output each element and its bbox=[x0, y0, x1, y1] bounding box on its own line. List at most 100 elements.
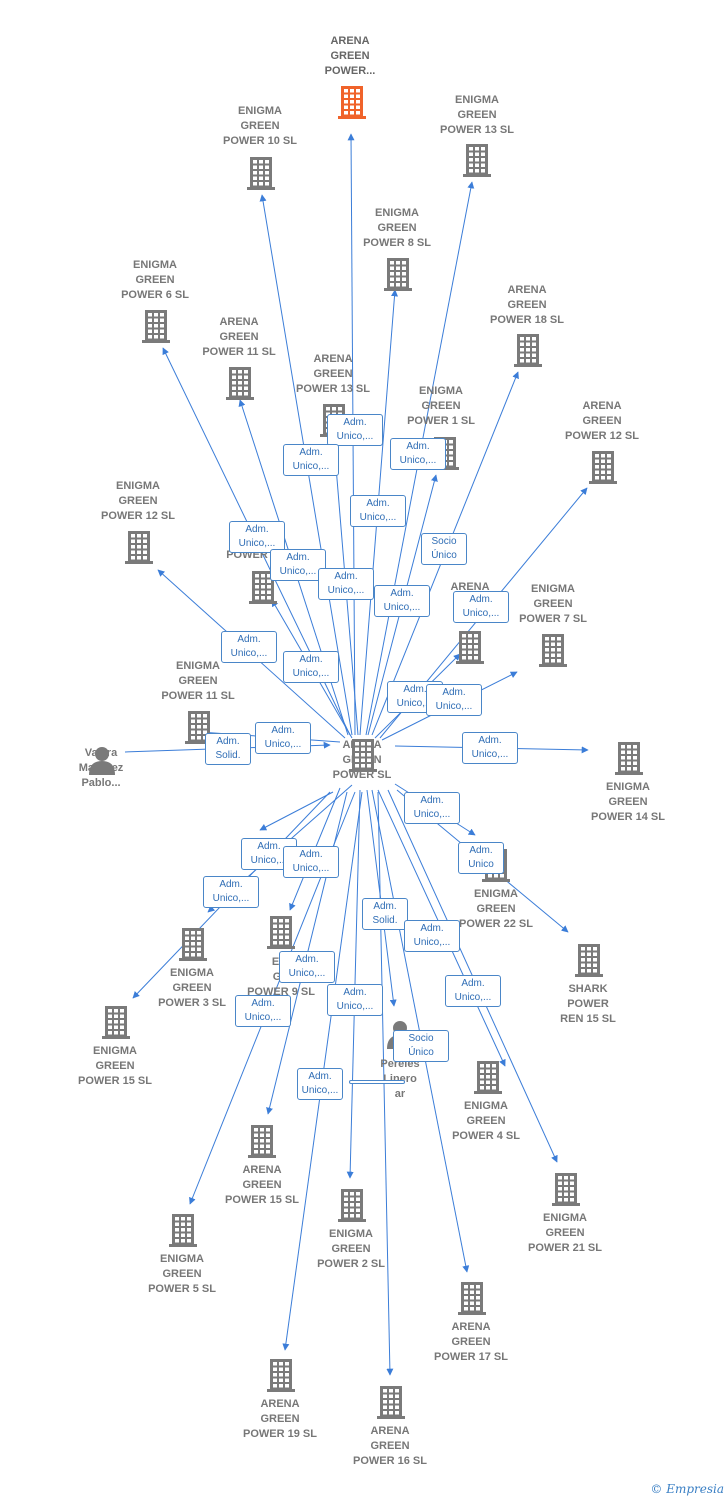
relation-label[interactable]: Adm. Unico,... bbox=[279, 951, 335, 983]
node-enigma-11[interactable]: ENIGMA GREEN POWER 11 SL bbox=[143, 659, 253, 704]
building-icon[interactable] bbox=[248, 570, 278, 604]
node-enigma-22[interactable]: ENIGMA GREEN POWER 22 SL bbox=[441, 887, 551, 932]
building-icon[interactable] bbox=[457, 1281, 487, 1315]
relation-label[interactable]: Adm. Unico,... bbox=[255, 722, 311, 754]
node-arena-13[interactable]: ARENA GREEN POWER 13 SL bbox=[278, 352, 388, 397]
node-label: ENIGMA GREEN POWER 21 SL bbox=[528, 1212, 602, 1254]
building-icon[interactable] bbox=[462, 143, 492, 177]
building-icon[interactable] bbox=[538, 633, 568, 667]
relation-label[interactable]: Socio Único bbox=[393, 1030, 449, 1062]
node-label: ARENA GREEN POWER 12 SL bbox=[565, 400, 639, 442]
relation-label[interactable]: Adm. Unico,... bbox=[426, 684, 482, 716]
building-icon[interactable] bbox=[588, 450, 618, 484]
node-enigma-21[interactable]: ENIGMA GREEN POWER 21 SL bbox=[510, 1211, 620, 1256]
node-top[interactable]: ARENA GREEN POWER... bbox=[295, 34, 405, 79]
node-label: ENIGMA GREEN POWER 2 SL bbox=[317, 1228, 385, 1270]
node-enigma-15[interactable]: ENIGMA GREEN POWER 15 SL bbox=[60, 1044, 170, 1089]
node-enigma-8[interactable]: ENIGMA GREEN POWER 8 SL bbox=[342, 206, 452, 251]
building-icon[interactable] bbox=[178, 927, 208, 961]
relation-label[interactable]: Adm. Unico,... bbox=[445, 975, 501, 1007]
building-icon[interactable] bbox=[473, 1060, 503, 1094]
node-arena-15[interactable]: ARENA GREEN POWER 15 SL bbox=[207, 1163, 317, 1208]
building-icon[interactable] bbox=[141, 309, 171, 343]
relation-label[interactable]: Adm. Unico,... bbox=[283, 444, 339, 476]
node-label: ENIGMA GREEN POWER 4 SL bbox=[452, 1100, 520, 1142]
building-icon[interactable] bbox=[513, 333, 543, 367]
relation-label[interactable]: Adm. Unico,... bbox=[221, 631, 277, 663]
building-icon[interactable] bbox=[168, 1213, 198, 1247]
person-icon[interactable] bbox=[87, 745, 117, 775]
relation-label[interactable]: Adm. Unico,... bbox=[283, 846, 339, 878]
relation-label[interactable]: Adm. Unico,... bbox=[404, 792, 460, 824]
relation-label[interactable]: Adm. Unico,... bbox=[404, 920, 460, 952]
building-icon[interactable] bbox=[614, 741, 644, 775]
relation-label[interactable]: Adm. Unico,... bbox=[327, 984, 383, 1016]
relation-label[interactable]: Adm. Unico,... bbox=[203, 876, 259, 908]
building-icon[interactable] bbox=[337, 1188, 367, 1222]
node-enigma-13[interactable]: ENIGMA GREEN POWER 13 SL bbox=[422, 93, 532, 138]
node-label: ARENA GREEN POWER... bbox=[324, 35, 376, 77]
building-icon[interactable] bbox=[246, 156, 276, 190]
node-enigma-10[interactable]: ENIGMA GREEN POWER 10 SL bbox=[205, 104, 315, 149]
relation-label[interactable]: Adm. Solid. bbox=[362, 898, 408, 930]
relation-label[interactable]: Adm. Unico,... bbox=[350, 495, 406, 527]
node-label: ARENA GREEN POWER 15 SL bbox=[225, 1164, 299, 1206]
relation-label[interactable]: Adm. Unico,... bbox=[283, 651, 339, 683]
building-icon[interactable] bbox=[266, 915, 296, 949]
relation-label[interactable]: Adm. Unico,... bbox=[374, 585, 430, 617]
building-icon[interactable] bbox=[225, 366, 255, 400]
node-arena-16[interactable]: ARENA GREEN POWER 16 SL bbox=[335, 1424, 445, 1469]
building-icon[interactable] bbox=[247, 1124, 277, 1158]
node-label: ENIGMA GREEN POWER 8 SL bbox=[363, 207, 431, 249]
node-label: ENIGMA GREEN POWER 22 SL bbox=[459, 888, 533, 930]
node-enigma-6[interactable]: ENIGMA GREEN POWER 6 SL bbox=[100, 258, 210, 303]
node-shark-15[interactable]: SHARK POWER REN 15 SL bbox=[533, 982, 643, 1027]
node-label: ENIGMA GREEN POWER 5 SL bbox=[148, 1253, 216, 1295]
node-label: ENIGMA GREEN POWER 7 SL bbox=[519, 583, 587, 625]
relation-label[interactable]: Adm. Unico,... bbox=[229, 521, 285, 553]
node-label: ARENA GREEN POWER 17 SL bbox=[434, 1321, 508, 1363]
node-label: ENIGMA GREEN POWER 14 SL bbox=[591, 781, 665, 823]
node-label: ARENA GREEN POWER 16 SL bbox=[353, 1425, 427, 1467]
relation-label[interactable] bbox=[349, 1080, 405, 1084]
node-arena-11[interactable]: ARENA GREEN POWER 11 SL bbox=[184, 315, 294, 360]
relation-label[interactable]: Adm. Unico,... bbox=[462, 732, 518, 764]
building-icon[interactable] bbox=[348, 738, 378, 772]
node-label: ENIGMA GREEN POWER 3 SL bbox=[158, 967, 226, 1009]
node-arena-17[interactable]: ARENA GREEN POWER 17 SL bbox=[416, 1320, 526, 1365]
relation-label[interactable]: Adm. Unico,... bbox=[318, 568, 374, 600]
node-label: ENIGMA GREEN POWER 6 SL bbox=[121, 259, 189, 301]
node-enigma-7[interactable]: ENIGMA GREEN POWER 7 SL bbox=[498, 582, 608, 627]
node-arena-12[interactable]: ARENA GREEN POWER 12 SL bbox=[547, 399, 657, 444]
building-icon[interactable] bbox=[184, 710, 214, 744]
node-enigma-3[interactable]: ENIGMA GREEN POWER 3 SL bbox=[137, 966, 247, 1011]
building-icon[interactable] bbox=[124, 530, 154, 564]
building-icon[interactable] bbox=[455, 630, 485, 664]
brand-name: Empresia bbox=[666, 1482, 724, 1496]
relation-label[interactable]: Adm. Unico,... bbox=[297, 1068, 343, 1100]
relation-label[interactable]: Adm. Unico,... bbox=[327, 414, 383, 446]
relation-label[interactable]: Adm. Unico,... bbox=[390, 438, 446, 470]
building-icon[interactable] bbox=[266, 1358, 296, 1392]
relation-label[interactable]: Socio Único bbox=[421, 533, 467, 565]
building-icon[interactable] bbox=[574, 943, 604, 977]
relation-label[interactable]: Adm. Solid. bbox=[205, 733, 251, 765]
building-icon[interactable] bbox=[337, 85, 367, 119]
node-enigma-4[interactable]: ENIGMA GREEN POWER 4 SL bbox=[431, 1099, 541, 1144]
building-icon[interactable] bbox=[551, 1172, 581, 1206]
node-enigma-12[interactable]: ENIGMA GREEN POWER 12 SL bbox=[83, 479, 193, 524]
node-enigma-5[interactable]: ENIGMA GREEN POWER 5 SL bbox=[127, 1252, 237, 1297]
building-icon[interactable] bbox=[383, 257, 413, 291]
relation-label[interactable]: Adm. Unico,... bbox=[270, 549, 326, 581]
node-arena-18[interactable]: ARENA GREEN POWER 18 SL bbox=[472, 283, 582, 328]
node-enigma-2[interactable]: ENIGMA GREEN POWER 2 SL bbox=[296, 1227, 406, 1272]
relation-label[interactable]: Adm. Unico,... bbox=[453, 591, 509, 623]
relation-label[interactable]: Adm. Unico bbox=[458, 842, 504, 874]
node-arena-19[interactable]: ARENA GREEN POWER 19 SL bbox=[225, 1397, 335, 1442]
relation-label[interactable]: Adm. Unico,... bbox=[235, 995, 291, 1027]
node-label: SHARK POWER REN 15 SL bbox=[560, 983, 616, 1025]
building-icon[interactable] bbox=[101, 1005, 131, 1039]
building-icon[interactable] bbox=[376, 1385, 406, 1419]
node-enigma-14[interactable]: ENIGMA GREEN POWER 14 SL bbox=[573, 780, 683, 825]
node-enigma-1[interactable]: ENIGMA GREEN POWER 1 SL bbox=[386, 384, 496, 429]
